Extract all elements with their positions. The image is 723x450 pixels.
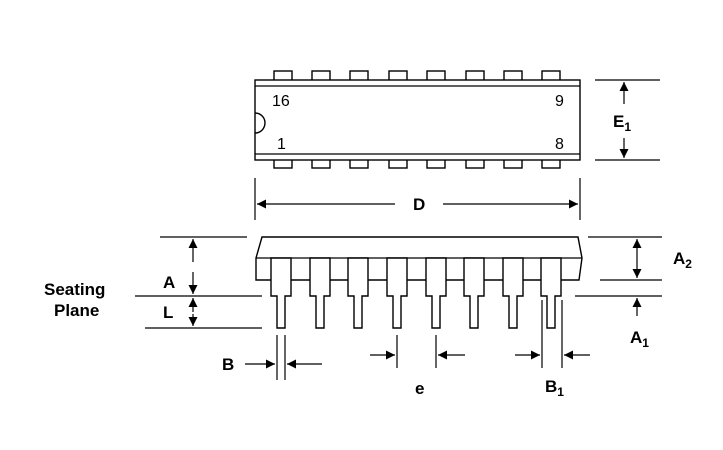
dimension-b: B bbox=[222, 335, 322, 380]
pin-label-8: 8 bbox=[555, 136, 564, 153]
side-leads bbox=[270, 257, 562, 329]
label-b: B bbox=[222, 355, 234, 374]
top-pins-upper bbox=[273, 70, 561, 82]
label-b1: B1 bbox=[545, 377, 564, 399]
label-plane: Plane bbox=[54, 301, 99, 320]
label-l: L bbox=[163, 303, 173, 322]
dimension-d: D bbox=[254, 178, 581, 220]
dimension-e1: E1 bbox=[595, 79, 660, 161]
label-seating: Seating bbox=[44, 280, 105, 299]
pin-label-16: 16 bbox=[272, 93, 290, 110]
pin-label-9: 9 bbox=[555, 93, 564, 110]
side-view bbox=[255, 236, 583, 329]
label-a: A bbox=[163, 273, 175, 292]
dimension-a2-a1: A2 A1 bbox=[575, 236, 692, 350]
pin1-notch bbox=[254, 112, 266, 134]
label-a1: A1 bbox=[630, 328, 649, 350]
dimension-a-l: A L Seating Plane bbox=[44, 236, 262, 329]
label-d: D bbox=[413, 195, 425, 214]
dimension-b1: B1 bbox=[515, 300, 590, 399]
label-e: e bbox=[415, 379, 424, 398]
top-view: 16 9 1 8 bbox=[254, 70, 581, 169]
dimension-e: e bbox=[370, 335, 465, 398]
label-e1: E1 bbox=[613, 112, 631, 134]
label-a2: A2 bbox=[673, 249, 692, 271]
package-top-body bbox=[254, 79, 581, 161]
pin-label-1: 1 bbox=[277, 136, 286, 153]
